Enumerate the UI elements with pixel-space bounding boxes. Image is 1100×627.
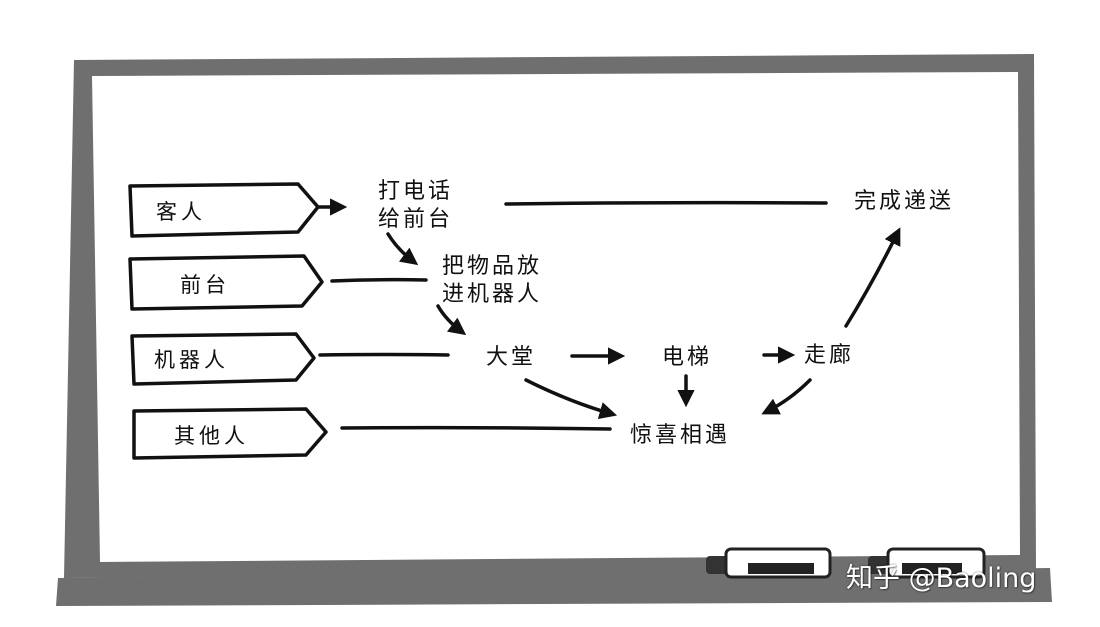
lane-label-robot: 机器人 — [154, 348, 229, 372]
lane-tag-others: 其他人 — [132, 407, 328, 460]
step-load-line-2: 进机器人 — [442, 282, 542, 307]
step-load-line-1: 把物品放 — [442, 254, 542, 279]
lane-label-others: 其他人 — [174, 424, 249, 448]
step-call-line-1: 打电话 — [378, 179, 453, 204]
lane-line-robot — [318, 352, 450, 357]
arrow-corridor-to-surprise — [761, 378, 812, 415]
step-surprise: 惊喜相遇 — [630, 423, 730, 448]
step-call-line-2: 给前台 — [378, 207, 453, 232]
step-corridor: 走廊 — [804, 343, 854, 368]
lane-label-front-desk: 前台 — [180, 273, 230, 297]
lane-line-front-desk — [330, 277, 428, 283]
lane-tag-front-desk: 前台 — [128, 254, 324, 311]
marker-right — [868, 547, 986, 579]
watermark: 知乎 @Baoling — [846, 563, 1037, 594]
arrow-corridor-to-delivered — [844, 227, 901, 328]
lane-tag-guest: 客人 — [128, 182, 320, 238]
step-elevator: 电梯 — [662, 345, 712, 370]
board-surface — [92, 72, 1020, 562]
step-lobby: 大堂 — [486, 345, 536, 370]
lane-line-others — [340, 425, 612, 431]
lane-label-guest: 客人 — [156, 200, 206, 224]
step-delivered: 完成递送 — [854, 189, 954, 214]
lane-tag-robot: 机器人 — [130, 332, 316, 386]
lane-line-guest — [504, 200, 828, 206]
marker-left — [706, 547, 832, 579]
arrow-lobby-to-surprise — [524, 378, 618, 420]
arrow-load-to-lobby — [436, 304, 467, 336]
arrow-call-to-load — [386, 232, 419, 266]
